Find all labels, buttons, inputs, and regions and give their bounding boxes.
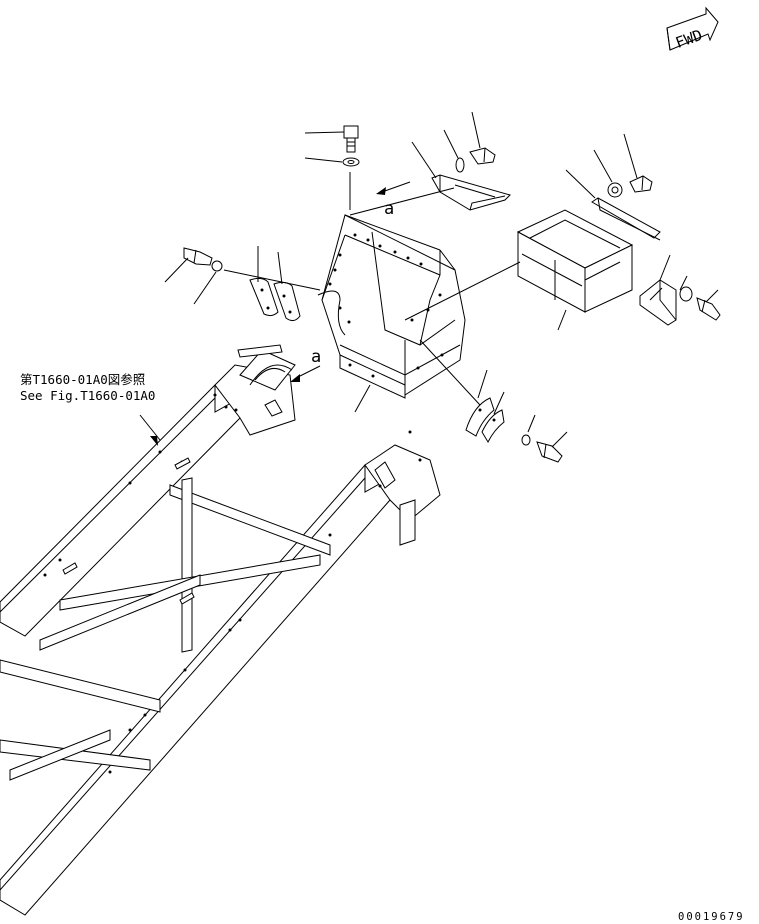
bolt-lower — [536, 441, 563, 463]
washer-right — [679, 286, 693, 302]
washer-lower — [521, 434, 531, 446]
cover-assembly — [317, 214, 466, 399]
callout-arrow-a-lower — [290, 365, 321, 382]
bolt-left — [183, 247, 213, 266]
bracket-upper — [431, 174, 511, 211]
shim-lower-2 — [481, 409, 505, 444]
bolt-upper-bracket — [469, 147, 496, 165]
fwd-arrow-icon: FWD — [666, 6, 719, 52]
bracket-strip — [591, 197, 661, 241]
bolt-right — [696, 297, 721, 321]
tray-box — [516, 209, 634, 313]
washer-left — [211, 260, 223, 272]
leader-lines — [139, 111, 719, 448]
bracket-right — [639, 279, 677, 326]
figure-number: 00019679 — [678, 911, 745, 923]
callout-a-upper-label: a — [384, 199, 394, 219]
shim-lower-1 — [465, 397, 495, 437]
washer-upper-bracket — [455, 157, 465, 173]
reference-note-en: See Fig.T1660-01A0 — [20, 388, 155, 403]
shim-left-1 — [249, 277, 279, 317]
bolt-top — [343, 125, 359, 153]
reference-note-jp: 第T1660-01A0図参照 — [20, 372, 145, 387]
main-frame — [0, 344, 441, 916]
reference-arrowhead — [150, 436, 158, 446]
bolt-strip — [629, 175, 653, 193]
shim-left-2 — [273, 281, 301, 322]
callout-a-lower-label: a — [311, 347, 321, 367]
callout-arrow-a-upper — [376, 181, 411, 195]
